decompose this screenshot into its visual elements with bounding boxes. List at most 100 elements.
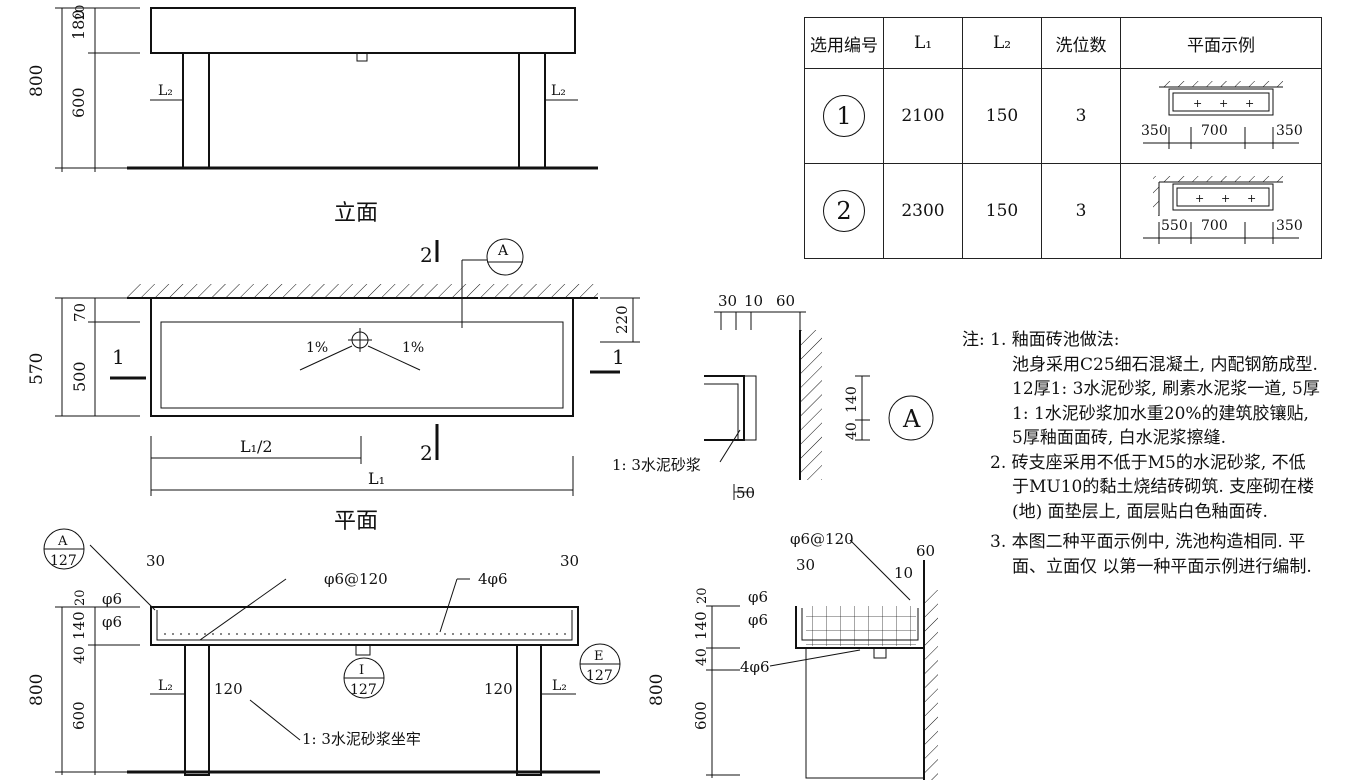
note-1-line-3: 1: 1水泥砂浆加水重20%的建筑胶镶贴, (1012, 403, 1309, 424)
detail-dim-40: 40 (844, 422, 860, 440)
dim-mid: 700 (1201, 218, 1228, 234)
slope-left: 1% (306, 340, 328, 356)
row-count: 3 (1041, 68, 1121, 164)
sec2-dim-600: 600 (692, 701, 710, 730)
sec1-dim-40: 40 (72, 646, 88, 664)
detail-a-marker-letter: A (902, 405, 921, 433)
sec1-dim-120-right: 120 (484, 680, 513, 698)
note-2-line-3: (地) 面垫层上, 面层贴白色釉面砖. (1012, 501, 1268, 522)
sec2-phi6-top: φ6 (748, 588, 768, 606)
sec1-phi6-bottom: φ6 (102, 613, 122, 631)
row-l2: 150 (962, 68, 1042, 164)
dim-20-elev: 20 (73, 5, 87, 20)
ref-e-letter: E (594, 649, 604, 664)
svg-text:+: + (1245, 97, 1254, 110)
dim-left: 350 (1141, 123, 1168, 139)
sec2-dim-20: 20 (695, 587, 710, 604)
ref-a-letter: A (57, 534, 68, 549)
section-2-bottom: 2 (420, 441, 433, 465)
dim-800-elev: 800 (27, 65, 47, 97)
elevation-view (55, 7, 598, 172)
sec1-dim-20: 20 (73, 589, 88, 606)
note-1-title: 注: 1. 釉面砖池做法: (962, 330, 1120, 350)
sec1-dim-600: 600 (70, 701, 88, 730)
dim-right: 350 (1276, 123, 1303, 139)
sec1-dim-30-left: 30 (146, 552, 165, 570)
sec1-dim-140: 140 (70, 611, 88, 640)
sec1-L2-right: L₂ (552, 678, 567, 694)
sec1-mortar-seat: 1: 3水泥砂浆坐牢 (302, 730, 421, 748)
row-l1: 2300 (883, 163, 963, 259)
note-3-line-1: 3. 本图二种平面示例中, 洗池构造相同. 平 (990, 532, 1306, 552)
sec2-phi6-bottom: φ6 (748, 611, 768, 629)
table-row: 1 2100 150 3 + + + 35 (804, 68, 1322, 164)
header-count: 洗位数 (1041, 17, 1121, 69)
selection-table: 选用编号 L₁ L₂ 洗位数 平面示例 1 2100 150 3 + + + (804, 17, 1322, 259)
header-l2: L₂ (962, 17, 1042, 69)
dim-L1-half: L₁/2 (240, 437, 273, 456)
dim-500: 500 (70, 361, 89, 392)
row-number-badge: 2 (823, 190, 865, 232)
detail-a-marker (888, 395, 934, 441)
sec1-dim-30-right: 30 (560, 552, 579, 570)
dim-570: 570 (27, 353, 47, 385)
note-2-line-1: 2. 砖支座采用不低于M5的水泥砂浆, 不低 (990, 452, 1306, 473)
slope-right: 1% (402, 340, 424, 356)
plan-example-2: + + + 550 700 350 (1123, 166, 1319, 256)
dim-L2-left: L₂ (158, 83, 173, 99)
dim-mid: 700 (1201, 123, 1228, 139)
row-number-badge: 1 (823, 95, 865, 137)
row-l1: 2100 (883, 68, 963, 164)
sec2-dim-140: 140 (692, 611, 710, 640)
detail-dim-140: 140 (844, 386, 860, 413)
svg-text:+: + (1195, 192, 1204, 205)
note-1-line-4: 5厚釉面面砖, 白水泥浆擦缝. (1012, 428, 1227, 448)
ref-e-127: 127 (586, 668, 613, 684)
svg-text:+: + (1193, 97, 1202, 110)
sec1-main-bars: 4φ6 (478, 570, 508, 588)
svg-text:+: + (1219, 97, 1228, 110)
detail-dim-30: 30 (718, 292, 737, 310)
row-count: 3 (1041, 163, 1121, 259)
header-number: 选用编号 (804, 17, 884, 69)
sec2-dim-30: 30 (796, 556, 815, 574)
dim-right: 350 (1276, 218, 1303, 234)
notes-panel: 注: 1. 釉面砖池做法: 池身采用C25细石混凝土, 内配钢筋成型. 12厚1… (962, 328, 1362, 579)
dim-L2-right: L₂ (551, 83, 566, 99)
sec2-dim-40: 40 (694, 648, 710, 666)
row-l2: 150 (962, 163, 1042, 259)
header-l1: L₁ (883, 17, 963, 69)
section-1-left: 1 (112, 345, 125, 369)
detail-ref-a-plan (486, 238, 524, 276)
plan-view (55, 240, 640, 496)
ref-a-127: 127 (50, 553, 77, 569)
sec1-dim-120-left: 120 (214, 680, 243, 698)
sec2-dim-60: 60 (916, 542, 935, 560)
dim-180: 180 (69, 9, 88, 40)
detail-a (704, 311, 870, 500)
sec2-dim-10: 10 (894, 564, 913, 582)
dim-left: 550 (1161, 218, 1188, 234)
sec1-dim-800: 800 (27, 674, 47, 706)
note-1-line-2: 12厚1: 3水泥砂浆, 刷素水泥浆一道, 5厚 (1012, 379, 1320, 399)
sec1-L2-left: L₂ (158, 678, 173, 694)
note-3-line-2: 面、立面仅 以第一种平面示例进行编制. (1012, 556, 1312, 577)
section-2-top: 2 (420, 243, 433, 267)
note-1-line-1: 池身采用C25细石混凝土, 内配钢筋成型. (1012, 354, 1318, 375)
table-row: 2 2300 150 3 + + + (804, 163, 1322, 259)
svg-text:+: + (1247, 192, 1256, 205)
detail-dim-50: 50 (736, 484, 755, 502)
ref-i-127: 127 (350, 682, 377, 698)
detail-dim-60: 60 (776, 292, 795, 310)
sec2-dim-800: 800 (647, 674, 667, 706)
detail-mortar-note: 1: 3水泥砂浆 (612, 456, 701, 474)
svg-text:+: + (1221, 192, 1230, 205)
section-1-right: 1 (612, 345, 625, 369)
section-2-2 (706, 539, 938, 780)
detail-dim-10: 10 (744, 292, 763, 310)
sec2-main-bars: 4φ6 (740, 658, 770, 676)
dim-70: 70 (71, 303, 89, 322)
plan-title: 平面 (334, 509, 378, 534)
detail-ref-a-letter: A (497, 243, 509, 259)
